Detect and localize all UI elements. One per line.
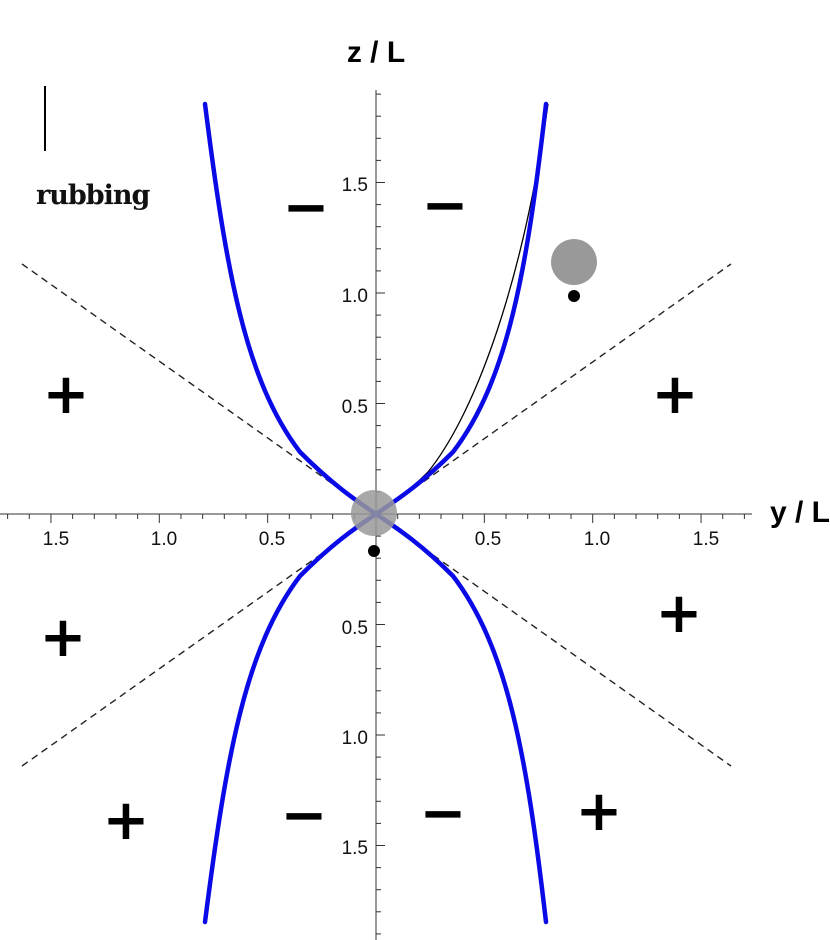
y-tick-label: 1.0 — [342, 286, 368, 307]
rubbing-label: rubbing — [36, 180, 151, 211]
black-dot-origin — [368, 545, 380, 557]
x-tick-label: 1.0 — [584, 529, 610, 550]
sign-bottom-right-inner: − — [420, 781, 467, 846]
blue-curve-upper-left — [202, 101, 379, 517]
vertical-axis-ticks — [376, 93, 385, 935]
black-dot-upper-right — [568, 290, 580, 302]
grey-disc-origin — [351, 490, 397, 536]
sign-upper-left: + — [43, 362, 90, 427]
y-tick-label: 0.5 — [342, 397, 368, 418]
sign-bottom-left-inner: − — [281, 783, 328, 848]
grey-disc-upper-right — [551, 239, 597, 285]
sign-lower-right: + — [656, 581, 703, 646]
y-tick-label: 1.5 — [342, 838, 368, 859]
x-tick-label: 0.5 — [475, 529, 501, 550]
blue-curve-lower-right — [373, 511, 549, 925]
sign-bottom-right-outer: + — [576, 779, 623, 844]
sign-upper-right: + — [652, 362, 699, 427]
sign-top-left: − — [283, 175, 330, 240]
y-tick-label: 1.0 — [342, 728, 368, 749]
x-tick-label: 0.5 — [259, 529, 285, 550]
horizontal-axis-ticks — [7, 514, 745, 523]
y-tick-label: 0.5 — [342, 618, 368, 639]
sign-bottom-left-outer: + — [103, 788, 150, 853]
sign-top-right: − — [422, 173, 469, 238]
y-tick-label: 1.5 — [342, 175, 368, 196]
x-tick-label: 1.5 — [693, 529, 719, 550]
blue-curves — [202, 101, 549, 925]
blue-curve-upper-right — [373, 101, 549, 517]
x-tick-label: 1.5 — [43, 529, 69, 550]
horizontal-axis-title: y / L — [770, 496, 830, 529]
sign-lower-left: + — [40, 605, 87, 670]
vertical-axis-title: z / L — [347, 36, 405, 69]
thin-black-curve — [375, 103, 549, 515]
blue-curve-lower-left — [202, 511, 379, 925]
x-tick-label: 1.0 — [151, 529, 177, 550]
